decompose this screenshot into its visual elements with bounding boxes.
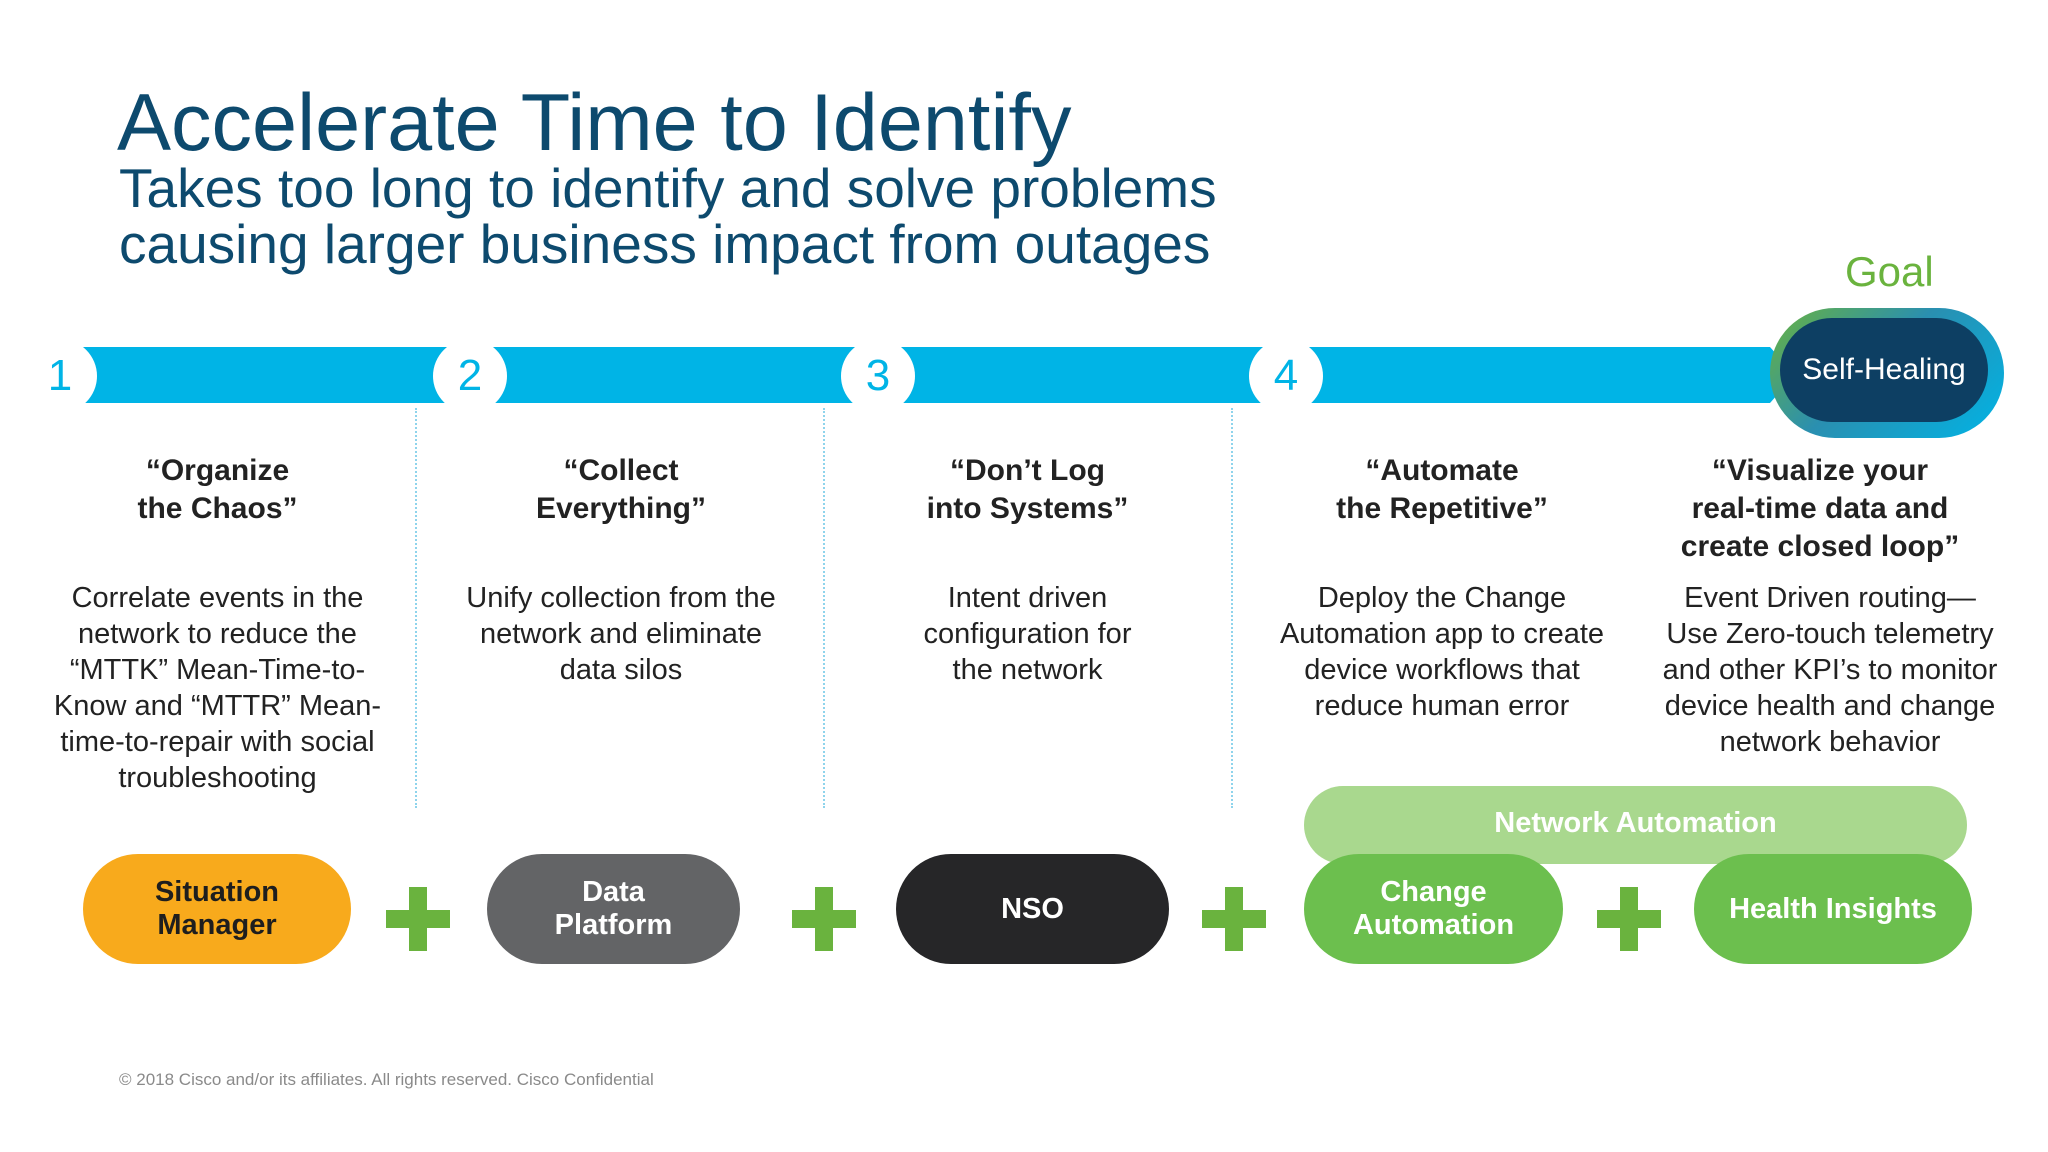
description-line: and other KPI’s to monitor (1662, 654, 1998, 686)
description-line: Correlate events in the (71, 582, 364, 614)
product-health-insights: Health Insights (1694, 854, 1972, 964)
description-line: “MTTK” Mean-Time-to- (69, 654, 366, 686)
goal-label: Goal (1845, 248, 1934, 295)
product-label-line: Automation (1352, 909, 1515, 941)
product-change-automation: Change Automation (1304, 854, 1563, 964)
step-description-1: Correlate events in the network to reduc… (30, 580, 405, 796)
description-line: Deploy the Change (1317, 582, 1567, 614)
plus-icon (1202, 887, 1266, 951)
product-label-line: Change (1380, 876, 1487, 908)
slide-title: Accelerate Time to Identify (117, 78, 1072, 168)
description-line: network and eliminate (479, 618, 763, 650)
product-label-line: Health Insights (1729, 892, 1937, 925)
timeline-arrow-shape (80, 347, 1795, 403)
description-line: Intent driven (947, 582, 1108, 614)
product-data-platform: Data Platform (487, 854, 740, 964)
description-line: Use Zero-touch telemetry (1666, 618, 1994, 650)
description-line: network behavior (1719, 726, 1941, 758)
step-heading-3: “Don’t Log into Systems” (845, 452, 1210, 528)
network-automation-group: Network Automation (1304, 786, 1967, 864)
heading-line: into Systems” (926, 492, 1129, 525)
product-label-line: Data (582, 876, 645, 908)
description-line: reduce human error (1314, 690, 1570, 722)
description-line: configuration for (923, 618, 1132, 650)
plus-icon (1597, 887, 1661, 951)
column-divider (823, 408, 825, 808)
product-label-line: NSO (1001, 892, 1064, 925)
heading-line: the Repetitive” (1336, 492, 1548, 525)
step-description-3: Intent driven configuration for the netw… (845, 580, 1210, 688)
heading-line: “Automate (1365, 454, 1519, 487)
description-line: network to reduce the (78, 618, 357, 650)
description-line: troubleshooting (118, 762, 317, 794)
plus-icon (792, 887, 856, 951)
column-divider (1231, 408, 1233, 808)
step-heading-2: “Collect Everything” (440, 452, 802, 528)
description-line: device health and change (1664, 690, 1996, 722)
step-number-1: 1 (23, 339, 97, 413)
heading-line: “Collect (563, 454, 679, 487)
step-heading-4: “Automate the Repetitive” (1260, 452, 1624, 528)
slide-subtitle: Takes too long to identify and solve pro… (119, 160, 1419, 272)
heading-line: create closed loop” (1680, 530, 1960, 563)
plus-icon (386, 887, 450, 951)
column-divider (415, 408, 417, 808)
description-line: data silos (559, 654, 683, 686)
heading-line: Everything” (535, 492, 707, 525)
goal-self-healing: Self-Healing (1770, 308, 2004, 438)
step-description-5: Event Driven routing— Use Zero-touch tel… (1640, 580, 2020, 760)
step-description-4: Deploy the Change Automation app to crea… (1260, 580, 1624, 724)
heading-line: the Chaos” (137, 492, 298, 525)
product-situation-manager: Situation Manager (83, 854, 351, 964)
heading-line: “Organize (145, 454, 290, 487)
heading-line: “Don’t Log (950, 454, 1105, 487)
product-label-line: Platform (554, 909, 673, 941)
heading-line: “Visualize your (1711, 454, 1929, 487)
description-line: the network (952, 654, 1103, 686)
description-line: device workflows that (1304, 654, 1580, 686)
description-line: time-to-repair with social (60, 726, 375, 758)
description-line: Automation app to create (1279, 618, 1605, 650)
step-heading-5: “Visualize your real-time data and creat… (1640, 452, 2000, 566)
step-number-4: 4 (1249, 339, 1323, 413)
subtitle-line: causing larger business impact from outa… (119, 213, 1211, 275)
step-number-2: 2 (433, 339, 507, 413)
product-label-line: Situation (154, 876, 280, 908)
subtitle-line: Takes too long to identify and solve pro… (119, 157, 1217, 219)
step-number-3: 3 (841, 339, 915, 413)
step-description-2: Unify collection from the network and el… (440, 580, 802, 688)
description-line: Know and “MTTR” Mean- (53, 690, 382, 722)
step-heading-1: “Organize the Chaos” (40, 452, 395, 528)
product-nso: NSO (896, 854, 1169, 964)
self-healing-label: Self-Healing (1780, 318, 1988, 422)
description-line: Event Driven routing— (1684, 582, 1976, 614)
footer-copyright: © 2018 Cisco and/or its affiliates. All … (119, 1070, 654, 1089)
heading-line: real-time data and (1691, 492, 1949, 525)
product-label-line: Manager (157, 909, 277, 941)
description-line: Unify collection from the (466, 582, 776, 614)
timeline-arrow (80, 347, 1795, 403)
